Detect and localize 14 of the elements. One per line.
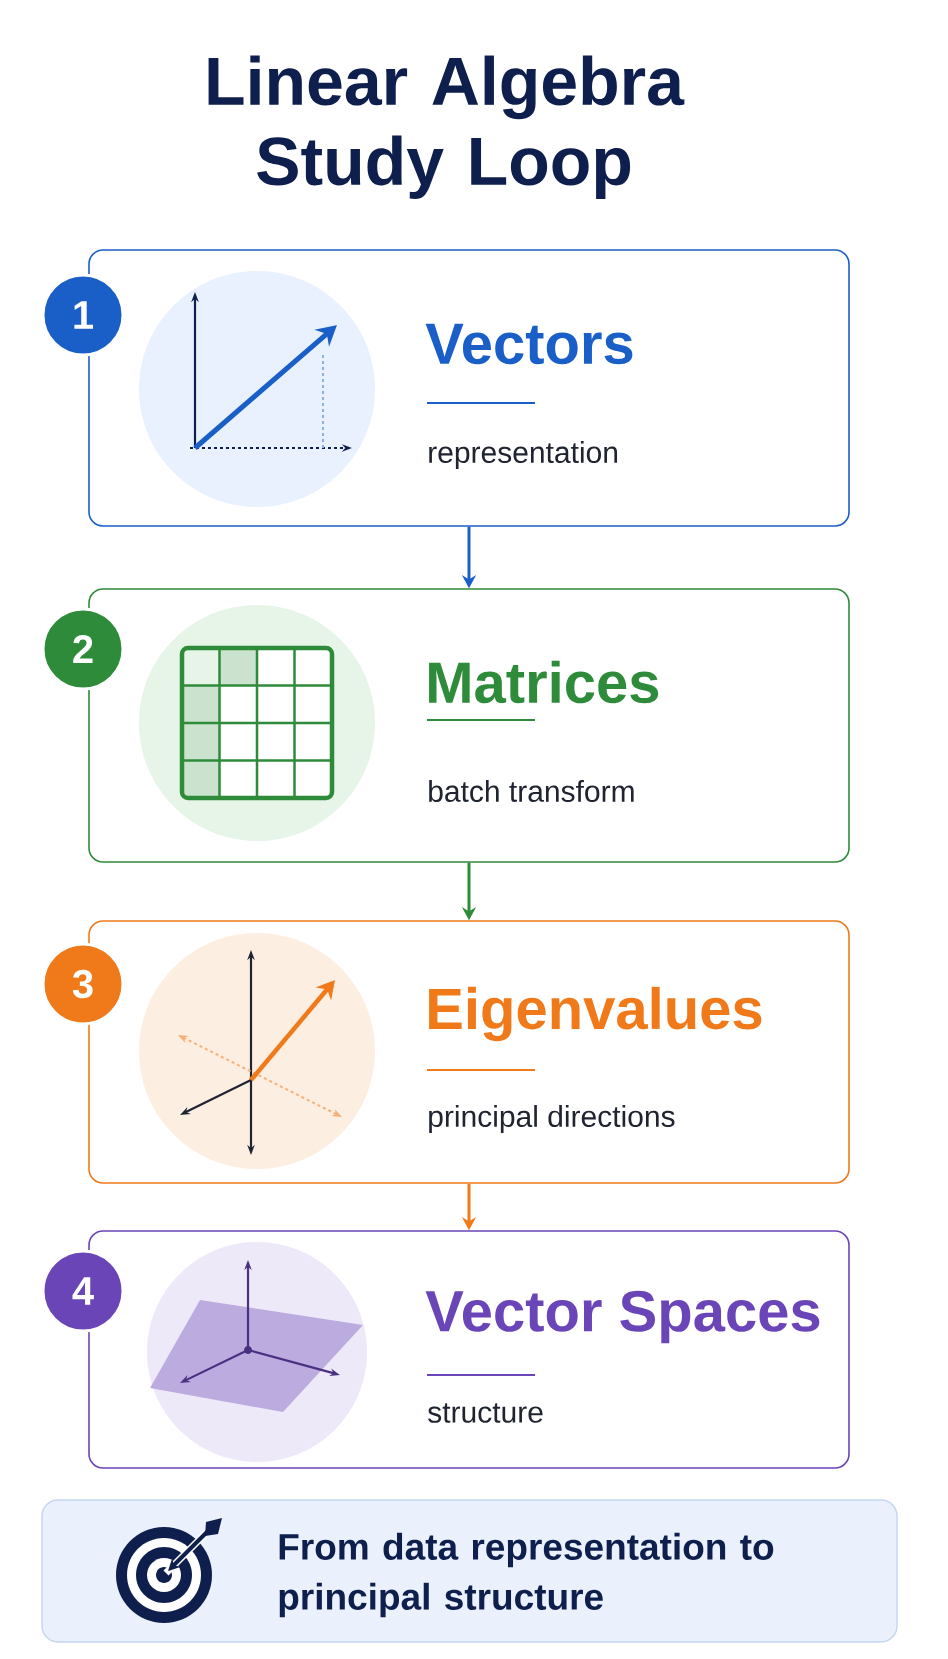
step-heading: Matrices <box>429 660 659 704</box>
step-heading: Vectors <box>425 323 633 365</box>
title: Linear Algebra Study Loop <box>208 55 685 199</box>
number-badge: 4 <box>41 1249 125 1333</box>
step-subtitle: representation <box>429 441 618 469</box>
number-badge: 3 <box>41 942 125 1026</box>
number-badge: 1 <box>41 273 125 357</box>
step-subtitle: principal directions <box>429 1105 675 1133</box>
step-subtitle: batch transform <box>429 780 634 803</box>
step-subtitle: structure <box>428 1403 543 1423</box>
summary-banner: From data representation to principal structure <box>41 1499 898 1643</box>
step-heading: Vector Spaces <box>425 1290 820 1344</box>
step-heading: Eigenvalues <box>429 986 762 1042</box>
number-badge: 2 <box>41 607 125 691</box>
